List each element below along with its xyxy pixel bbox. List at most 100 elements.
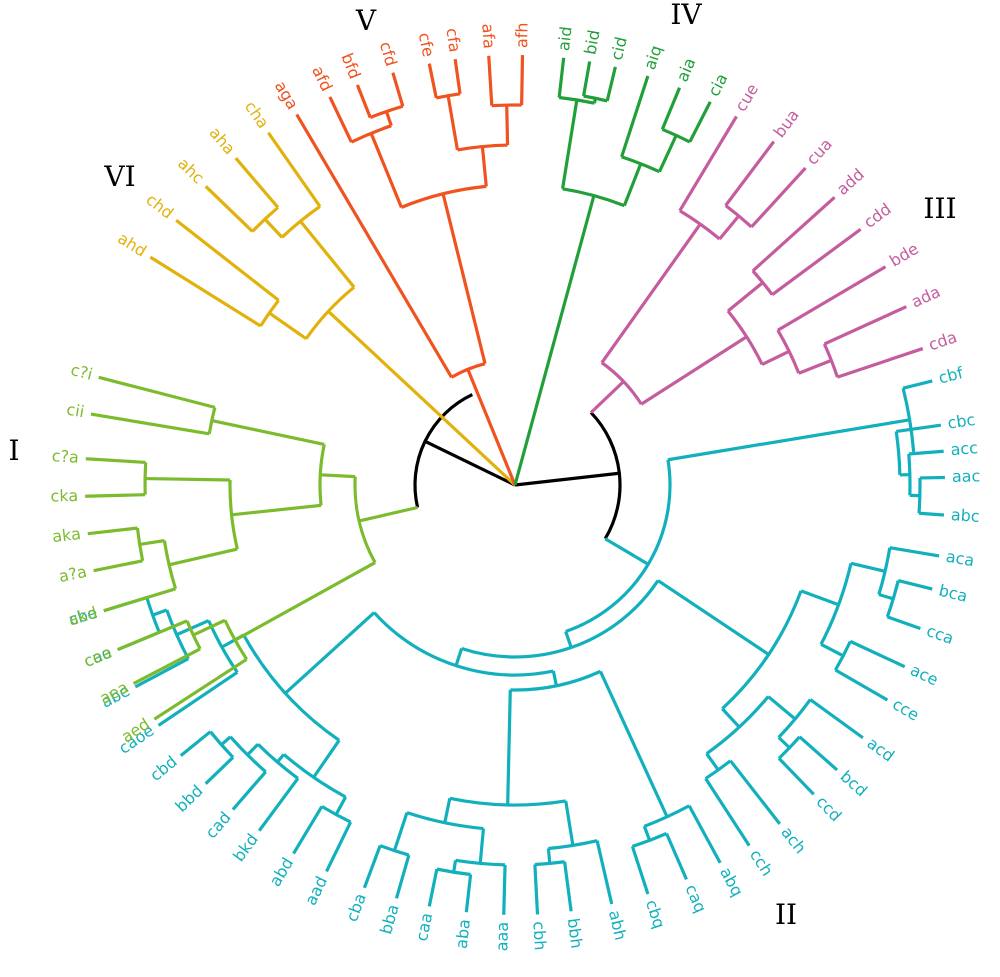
group-label-II: II — [775, 898, 797, 931]
branch-arc-96 — [209, 730, 235, 759]
branch-edge-212 — [660, 87, 682, 130]
branch-edge-110 — [593, 380, 625, 411]
leaf-label-bkd: bkd — [229, 830, 262, 865]
branch-edge-197 — [520, 55, 525, 106]
branch-edge-151 — [139, 538, 165, 547]
branch-edge-97 — [204, 756, 235, 785]
leaf-label-afh: afh — [512, 22, 531, 48]
branch-edge-56 — [665, 832, 688, 880]
branch-edge-192 — [427, 63, 438, 99]
branch-edge-156 — [234, 561, 376, 642]
branch-edge-142 — [90, 412, 210, 436]
branch-arc-61 — [548, 839, 598, 851]
branch-arc-164 — [304, 285, 356, 340]
group-label-IV: IV — [670, 0, 702, 31]
branch-edge-21 — [800, 589, 840, 607]
leaf-label-cfa: cfa — [442, 27, 464, 54]
leaf-label-cdd: cdd — [860, 199, 895, 232]
branch-edge-60 — [564, 800, 575, 846]
branch-arc-20 — [721, 590, 803, 710]
leaf-label-aha: aha — [205, 123, 239, 158]
leaf-label-bbh: bbh — [564, 917, 587, 950]
branch-arc-208 — [621, 155, 661, 174]
group-label-V: V — [355, 4, 377, 37]
branch-arc-173 — [259, 299, 280, 327]
leaf-label-cbf: cbf — [936, 363, 965, 387]
branch-edge-36 — [767, 695, 797, 721]
branch-edge-72 — [452, 860, 458, 873]
branch-edge-210 — [657, 134, 678, 173]
leaf-label-bfd: bfd — [337, 50, 364, 81]
leaf-label-akd: akd — [66, 603, 100, 630]
branch-edge-188 — [480, 146, 488, 187]
leaf-label-ahc: ahc — [174, 154, 208, 188]
branch-arc-195 — [491, 103, 522, 108]
branch-edge-39 — [777, 736, 791, 749]
branch-edge-98 — [179, 730, 212, 757]
branch-arc-113 — [678, 209, 721, 241]
branch-edge-76 — [392, 812, 409, 852]
branch-edge-2 — [604, 537, 637, 558]
branch-edge-170 — [234, 156, 280, 209]
branch-arc-146 — [143, 462, 148, 495]
branch-edge-118 — [750, 166, 807, 229]
branch-arc-191 — [435, 92, 461, 100]
branch-edge-175 — [149, 255, 262, 328]
branch-arc-48 — [373, 611, 554, 677]
branch-edge-123 — [751, 196, 836, 273]
branch-edge-127 — [776, 265, 887, 332]
branch-edge-75 — [427, 868, 439, 907]
leaf-label-aba: aba — [452, 918, 474, 950]
branch-edge-174 — [175, 219, 280, 302]
branch-edge-23 — [850, 561, 886, 573]
branch-edge-167 — [267, 131, 322, 208]
branch-edge-45 — [729, 759, 781, 825]
branch-arc-182 — [350, 124, 392, 144]
branch-edge-101 — [157, 671, 239, 727]
branch-arc-100 — [207, 619, 239, 674]
branch-arc-14 — [917, 477, 922, 514]
leaf-label-cad: cad — [202, 808, 235, 842]
leaf-label-abd: abd — [265, 854, 297, 890]
leaf-label-aid: aid — [554, 25, 576, 51]
leaf-label-bba: bba — [376, 902, 403, 936]
leaf-label-ccd: ccd — [812, 792, 845, 825]
branch-arc-166 — [280, 205, 321, 239]
branch-edge-165 — [299, 220, 356, 289]
leaf-label-afa: afa — [478, 23, 499, 49]
leaf-label-aia: aia — [673, 55, 700, 85]
leaf-label-cbh: cbh — [529, 921, 549, 951]
leaf-label-aga: aga — [271, 77, 302, 112]
branch-edge-178 — [295, 113, 453, 379]
leaf-label-cue: cue — [731, 80, 762, 114]
branch-edge-171 — [204, 185, 254, 233]
leaf-label-aad: aad — [301, 873, 331, 908]
branch-arc-111 — [600, 361, 643, 405]
branch-edge-46 — [704, 777, 751, 847]
branch-edge-198 — [513, 195, 596, 486]
branch-edge-134 — [383, 505, 418, 517]
branch-edge-87 — [325, 821, 353, 873]
branch-arc-103 — [165, 609, 190, 660]
branch-edge-88 — [292, 805, 324, 855]
branch-edge-33 — [834, 668, 889, 702]
branch-edge-114 — [678, 115, 738, 212]
branch-arc-35 — [705, 695, 770, 755]
branch-edge-49 — [551, 670, 558, 687]
branch-edge-200 — [561, 99, 579, 190]
branch-edge-179 — [441, 193, 487, 365]
leaf-label-cfe: cfe — [415, 31, 438, 59]
leaf-label-aka: aka — [51, 524, 82, 546]
branch-edge-26 — [878, 592, 894, 601]
branch-edge-34 — [721, 707, 741, 729]
branch-arc-129 — [822, 343, 839, 378]
branch-edge-104 — [134, 657, 190, 689]
branch-edge-162 — [153, 657, 248, 721]
branch-arc-64 — [534, 860, 565, 867]
branch-arc-8 — [894, 431, 902, 475]
branch-edge-54 — [642, 825, 652, 841]
leaf-label-abh: abh — [605, 908, 630, 942]
leaf-label-bbd: bbd — [171, 781, 206, 816]
branch-edge-42 — [777, 757, 815, 796]
